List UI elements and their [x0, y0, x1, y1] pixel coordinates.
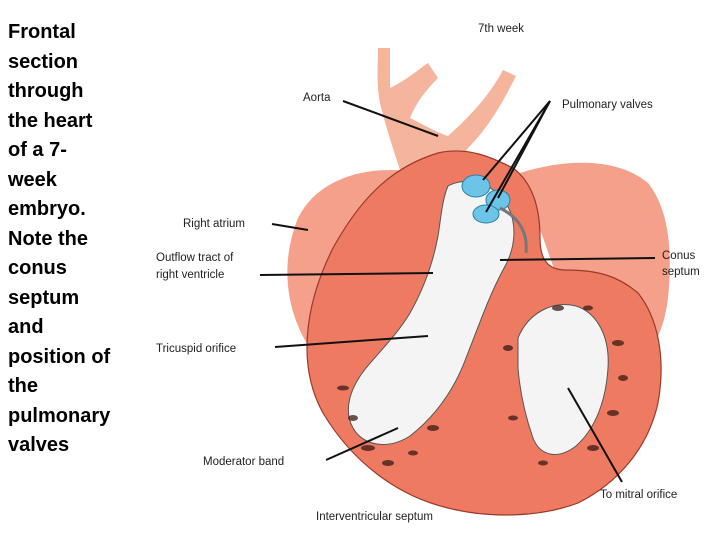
label-interventricular-septum: Interventricular septum [316, 511, 433, 523]
leader-lines [259, 100, 656, 483]
label-tricuspid-orifice: Tricuspid orifice [156, 343, 236, 355]
label-conus-line1: Conus [662, 250, 695, 262]
label-moderator-band: Moderator band [203, 456, 284, 468]
label-right-atrium: Right atrium [183, 218, 245, 230]
right-ventricle-lumen-shape [347, 181, 515, 445]
label-outflow-tract-line2: right ventricle [156, 269, 224, 281]
heart-diagram: 7th week Aorta Pulmonary valves Right at… [148, 8, 720, 540]
stage-label: 7th week [478, 23, 524, 35]
pulmonary-valve-cusps [461, 174, 511, 224]
conus-septum-shape [499, 206, 528, 254]
label-pulmonary-valves: Pulmonary valves [562, 99, 653, 111]
label-aorta: Aorta [303, 92, 331, 104]
label-conus-line2: septum [662, 266, 700, 278]
label-mitral-orifice: To mitral orifice [600, 489, 677, 501]
trabeculation-marks [337, 305, 628, 466]
label-outflow-tract-line1: Outflow tract of [156, 252, 234, 264]
caption-text: Frontal section through the heart of a 7… [8, 21, 111, 456]
